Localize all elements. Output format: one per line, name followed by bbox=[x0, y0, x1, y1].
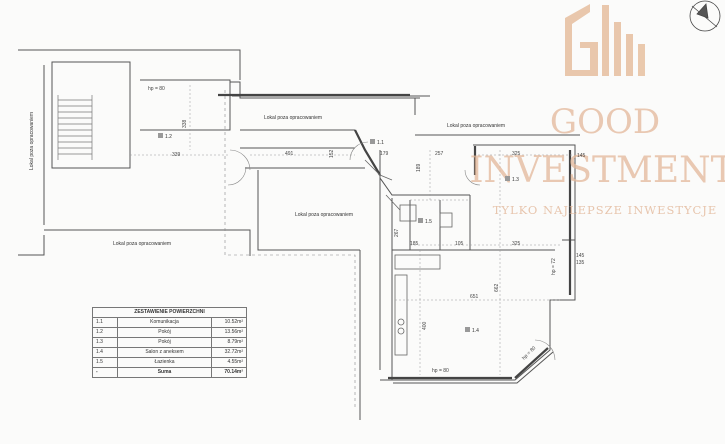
dimension-label: 257 bbox=[435, 151, 444, 157]
good-investment-logo bbox=[565, 4, 645, 76]
dimension-label: 145 bbox=[577, 153, 586, 159]
dimension-label: 135 bbox=[576, 260, 585, 266]
table-row: 1.2 Pokój 13.56m² bbox=[92, 327, 247, 338]
table-sum-row: - Suma 70.14m² bbox=[92, 367, 247, 378]
dimension-label: 145 bbox=[576, 253, 585, 259]
svg-text:1.3: 1.3 bbox=[512, 177, 519, 183]
dimension-label: 185 bbox=[410, 241, 419, 247]
svg-text:1.1: 1.1 bbox=[377, 140, 384, 146]
staircase bbox=[57, 95, 93, 160]
dimension-label: 267 bbox=[394, 228, 400, 237]
north-arrow-icon bbox=[689, 0, 721, 32]
kitchen-counter bbox=[394, 274, 408, 356]
middle-area-label: Lokal poza opracowaniem bbox=[295, 212, 353, 218]
dimension-label: 189 bbox=[416, 163, 422, 172]
dimension-label: 105 bbox=[455, 241, 464, 247]
dimension-label: 152 bbox=[329, 149, 335, 158]
washbasin bbox=[399, 204, 417, 222]
stair-side-label: Lokal poza opracowaniem bbox=[29, 112, 35, 170]
dimension-label: 338 bbox=[182, 119, 188, 128]
room-tag-1-4: 1.4 bbox=[465, 327, 479, 334]
room-tag-1-3: 1.3 bbox=[505, 176, 519, 183]
watermark-tagline: TYLKO NAJLEPSZE INWESTYCJE bbox=[493, 203, 718, 217]
watermark-brand-line2: INVESTMENT bbox=[469, 150, 725, 191]
room-tag-1-1: 1.1 bbox=[370, 139, 384, 146]
dimension-label: 400 bbox=[422, 321, 428, 330]
dimension-label: hp = 80 bbox=[432, 368, 449, 374]
svg-text:1.5: 1.5 bbox=[425, 219, 432, 225]
area-table-title: ZESTAWIENIE POWIERZCHNI bbox=[92, 307, 247, 318]
dimension-label: 651 bbox=[470, 294, 479, 300]
dimension-label: hp = 72 bbox=[551, 258, 557, 275]
dimension-label: 491 bbox=[285, 151, 294, 157]
upper-area-label: Lokal poza opracowaniem bbox=[264, 115, 322, 121]
bathtub bbox=[394, 254, 441, 270]
dimension-label: 662 bbox=[494, 283, 500, 292]
watermark-brand-line1: GOOD bbox=[550, 102, 660, 142]
area-summary-table: ZESTAWIENIE POWIERZCHNI 1.1 Komunikacja … bbox=[92, 307, 247, 378]
dimension-label: 325 bbox=[512, 241, 521, 247]
table-row: 1.4 Salon z aneksem 32.72m² bbox=[92, 347, 247, 358]
svg-text:1.2: 1.2 bbox=[165, 134, 172, 140]
table-row: 1.1 Komunikacja 10.52m² bbox=[92, 317, 247, 328]
upper-right-area-label: Lokal poza opracowaniem bbox=[447, 123, 505, 129]
dimension-label: hp = 80 bbox=[148, 86, 165, 92]
lower-area-label: Lokal poza opracowaniem bbox=[113, 241, 171, 247]
table-row: 1.3 Pokój 8.79m² bbox=[92, 337, 247, 348]
room-tag-1-2: 1.2 bbox=[158, 133, 172, 140]
toilet bbox=[439, 212, 453, 228]
svg-text:1.4: 1.4 bbox=[472, 328, 479, 334]
dimension-label: 179 bbox=[380, 151, 389, 157]
room-tag-1-5: 1.5 bbox=[418, 218, 432, 225]
dimension-label: 339 bbox=[172, 152, 181, 158]
dimension-label: 325 bbox=[512, 151, 521, 157]
table-row: 1.5 Łazienka 4.55m² bbox=[92, 357, 247, 368]
